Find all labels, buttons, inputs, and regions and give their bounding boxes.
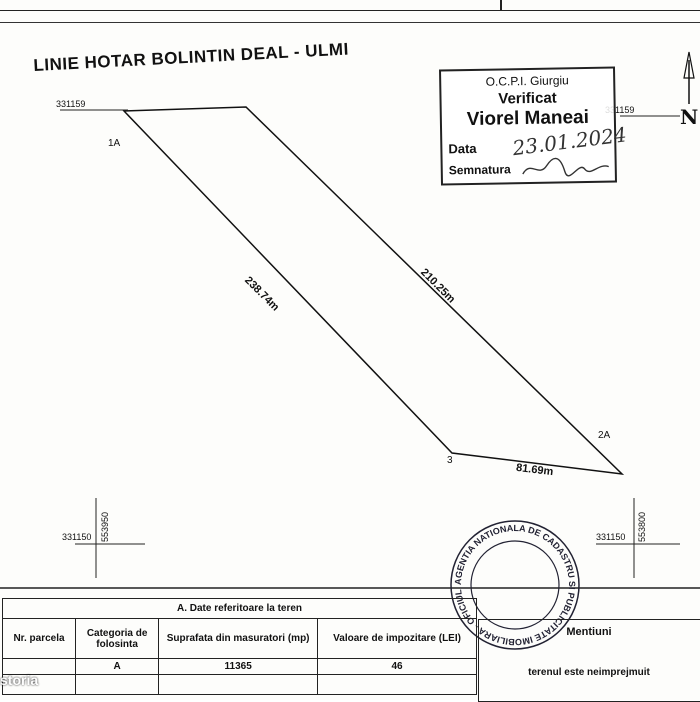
table-caption: A. Date referitoare la teren (3, 599, 477, 619)
header-category: Categoria de folosinta (76, 619, 159, 659)
coord-bottom-right: 331150 (596, 532, 625, 542)
cell-category: A (76, 659, 159, 675)
verification-stamp: O.C.P.I. Giurgiu Verificat Viorel Maneai… (439, 66, 617, 185)
header-area: Suprafata din masuratori (mp) (159, 619, 318, 659)
cell-value: 46 (318, 659, 477, 675)
land-data-table: A. Date referitoare la teren Nr. parcela… (2, 598, 477, 695)
coord-top-left: 331159 (56, 99, 85, 109)
stamp-verified: Verificat (441, 89, 613, 109)
point-label-3: 3 (447, 455, 453, 466)
header-parcel: Nr. parcela (3, 619, 76, 659)
watermark-logo: storia (0, 672, 38, 688)
cell-notes: terenul este neimprejmuit (478, 667, 700, 678)
stamp-signature-label: Semnatura (449, 162, 511, 177)
header-value: Valoare de impozitare (LEI) (318, 619, 477, 659)
signature-scribble (521, 155, 611, 181)
north-label: N (680, 105, 698, 129)
stamp-date-label: Data (448, 141, 476, 156)
cell-area: 11365 (159, 659, 318, 675)
coord-left-x: 553950 (100, 512, 110, 542)
header-notes: Mentiuni (478, 626, 700, 638)
point-label-2a: 2A (598, 430, 610, 441)
point-label-1a: 1A (108, 138, 120, 149)
stamp-office: O.C.P.I. Giurgiu (441, 73, 613, 90)
coord-bottom-left: 331150 (62, 532, 91, 542)
coord-right-x: 553800 (637, 512, 647, 542)
